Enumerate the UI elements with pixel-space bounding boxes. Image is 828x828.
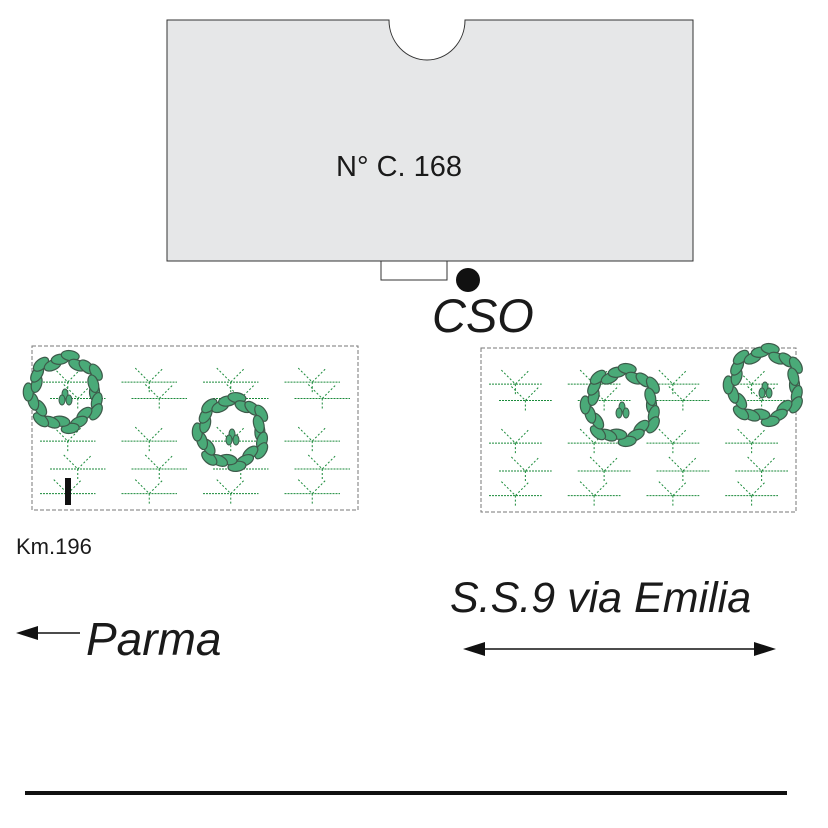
direction-label: Parma <box>86 613 222 665</box>
shrub-symbol <box>144 384 174 411</box>
shrub-symbol <box>307 384 337 411</box>
shrub-symbol <box>579 481 609 508</box>
shrub-symbol <box>737 481 766 508</box>
tree-icon <box>722 342 803 428</box>
shrub-symbol <box>668 386 698 413</box>
shrub-symbol <box>63 384 93 411</box>
shrub-symbol <box>134 426 164 454</box>
shrub-symbol <box>216 479 246 506</box>
km-label: Km.196 <box>16 534 92 559</box>
shrub-symbol <box>53 426 83 454</box>
building-label: N° C. 168 <box>336 151 463 183</box>
shrub-symbol <box>297 426 327 454</box>
shrub-symbol <box>658 481 688 508</box>
shrub-symbol <box>589 456 619 483</box>
parma-arrow <box>16 626 80 640</box>
road-label: S.S.9 via Emilia <box>450 574 752 622</box>
shrub-symbol <box>511 386 540 413</box>
shrub-symbol <box>307 454 337 481</box>
shrub-symbol <box>63 454 93 481</box>
shrub-symbol <box>297 367 327 395</box>
shrub-symbol <box>297 479 327 506</box>
tree-icon <box>579 362 660 448</box>
shrub-symbol <box>134 479 164 506</box>
shrub-symbol <box>589 386 619 413</box>
shrub-symbol <box>737 428 766 456</box>
shrub-symbol <box>53 367 83 395</box>
shrub-symbol <box>747 456 776 483</box>
shrub-symbol <box>501 481 530 508</box>
shrub-symbol <box>501 369 530 397</box>
shrub-symbol <box>216 367 246 395</box>
tree-icon <box>191 391 269 473</box>
road-double-arrow <box>463 642 776 656</box>
shrub-symbol <box>134 367 164 395</box>
building-annex <box>380 260 448 281</box>
shrub-symbol <box>658 428 688 456</box>
km-marker <box>65 478 71 505</box>
shrub-symbol <box>668 456 698 483</box>
shrub-symbol <box>658 369 688 397</box>
shrub-symbol <box>144 454 174 481</box>
shrub-symbol <box>501 428 530 456</box>
shrub-symbol <box>511 456 540 483</box>
building-outline <box>166 19 694 262</box>
cso-point-marker <box>456 268 480 292</box>
cso-label: CSO <box>432 289 534 342</box>
tree-icon <box>22 349 103 435</box>
